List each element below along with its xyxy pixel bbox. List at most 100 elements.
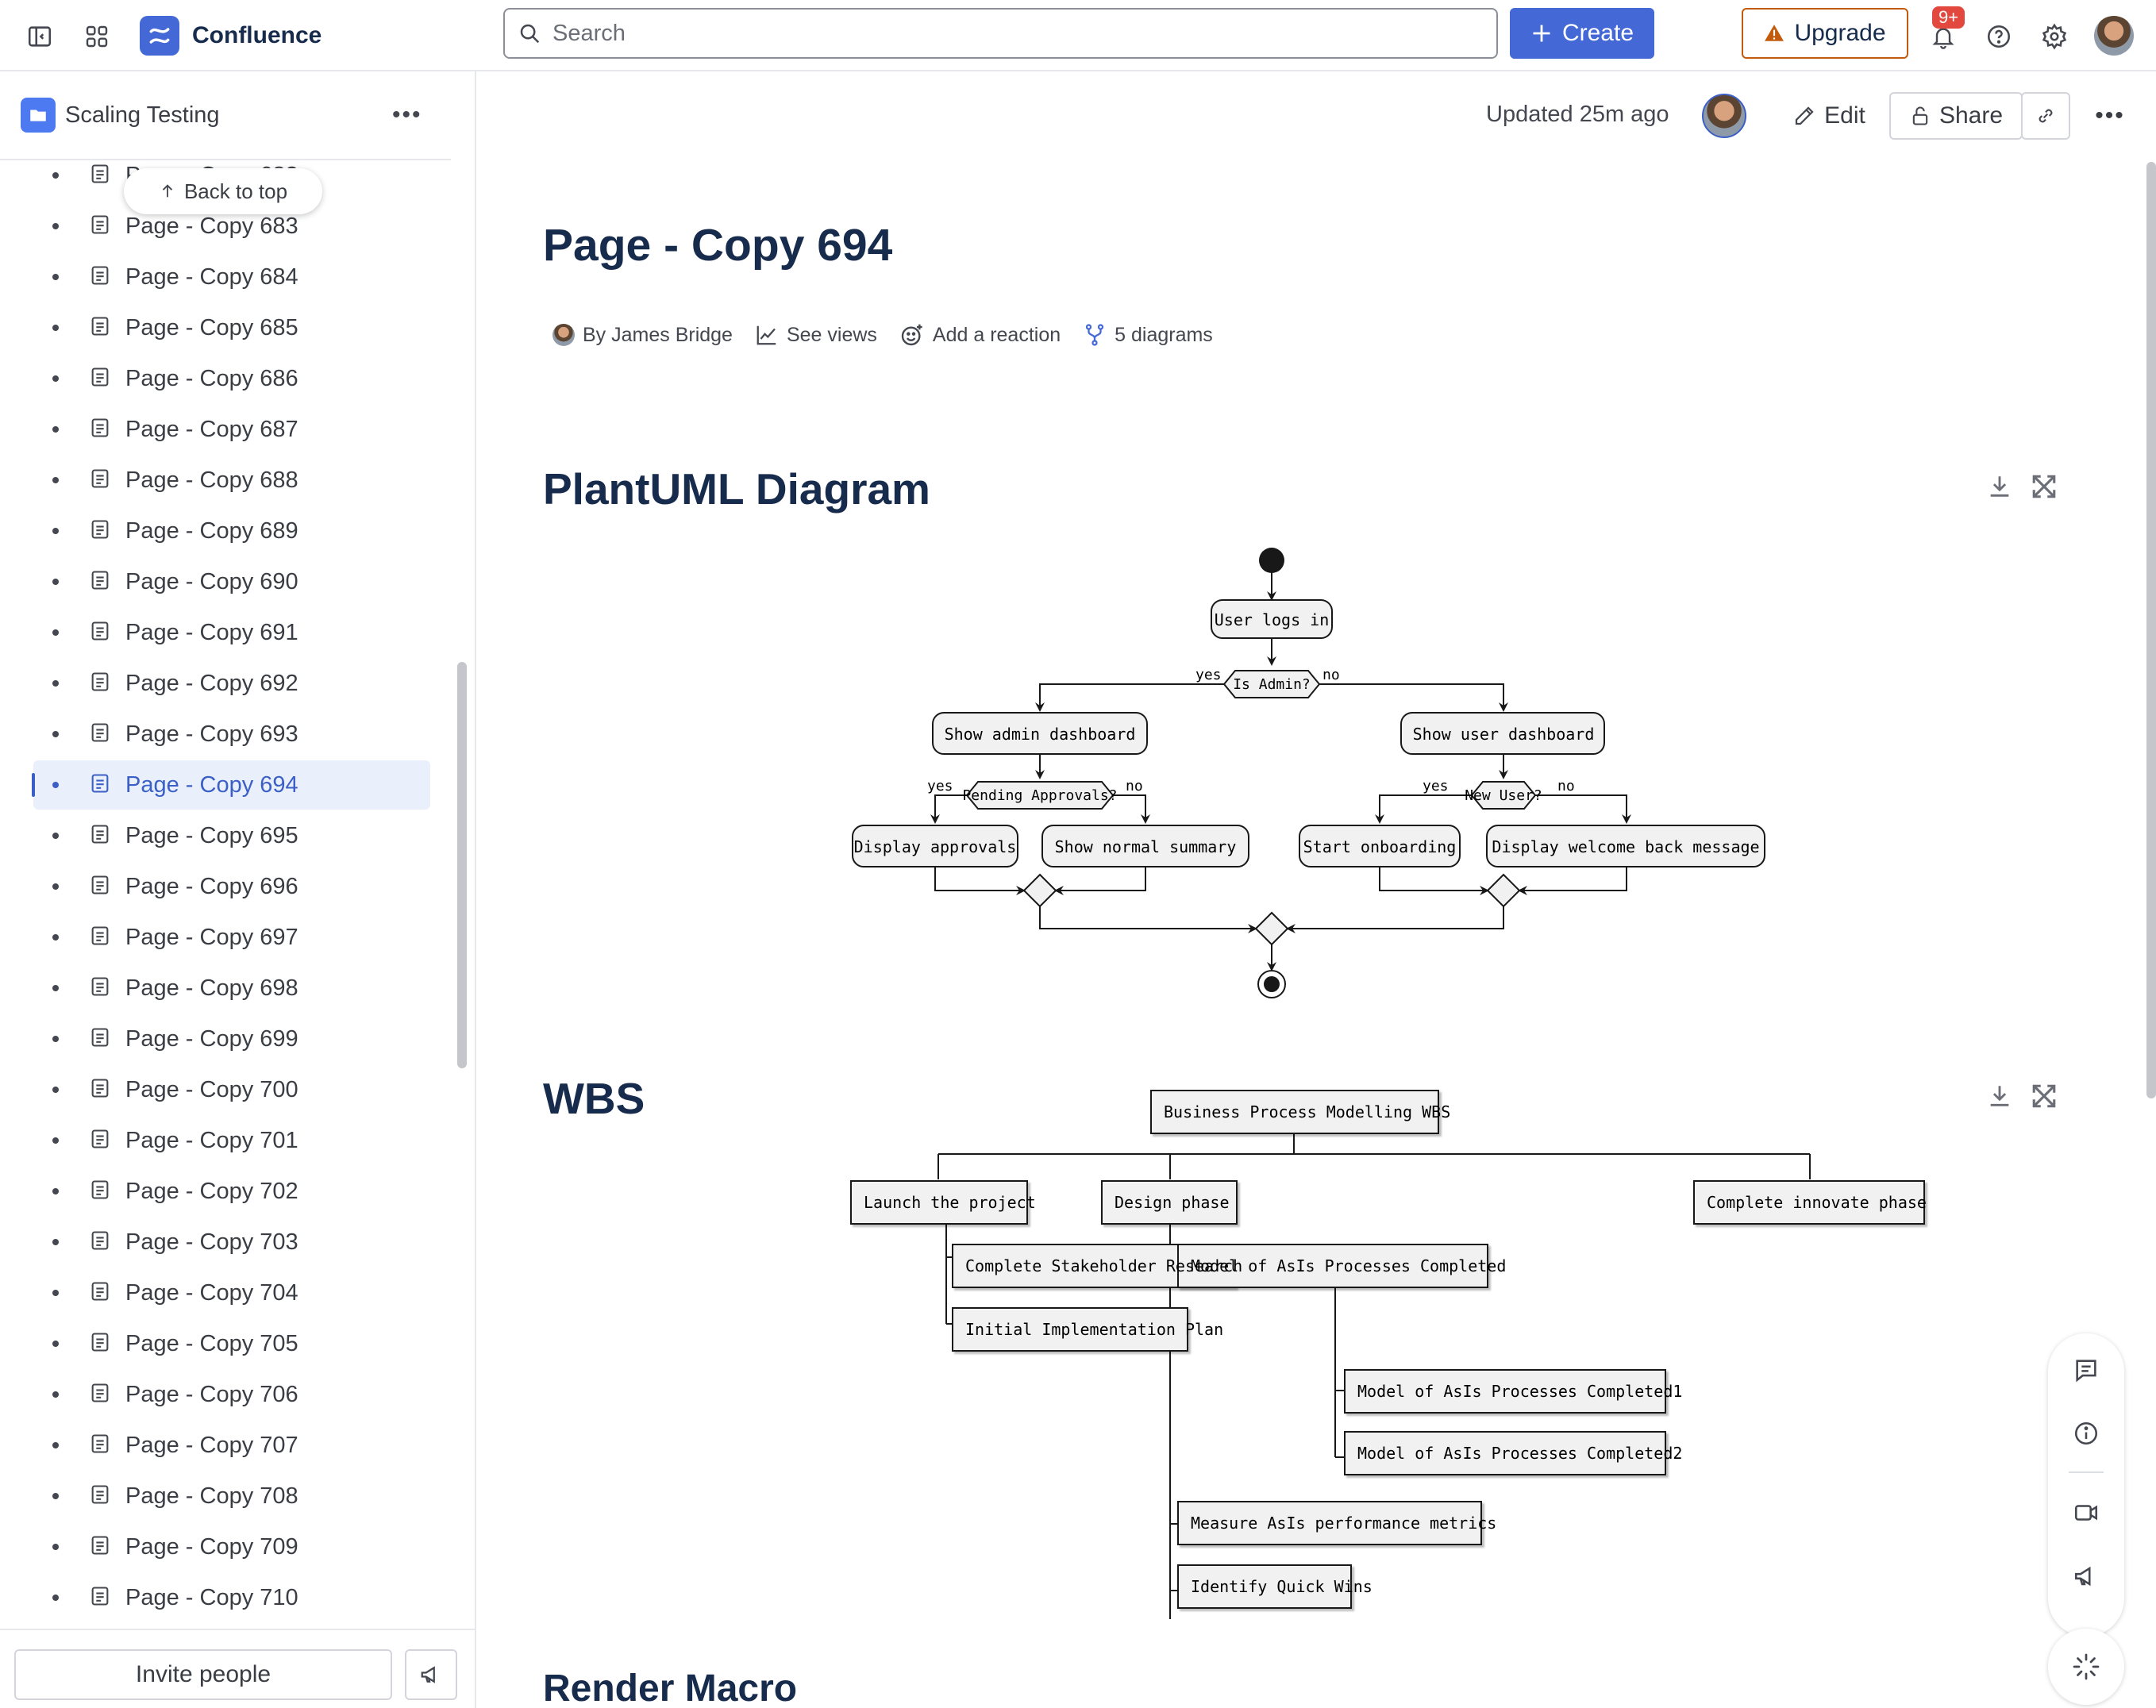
- sidebar-page-label: Page - Copy 684: [125, 264, 298, 290]
- add-reaction-button[interactable]: Add a reaction: [899, 322, 1061, 348]
- link-icon: [2039, 109, 2053, 123]
- page-icon: [89, 1229, 111, 1256]
- details-button[interactable]: [2069, 1416, 2104, 1451]
- notifications-button[interactable]: [1924, 17, 1962, 56]
- tree-bullet: [52, 528, 59, 534]
- more-actions-icon[interactable]: •••: [2095, 102, 2125, 129]
- sidebar-page-item[interactable]: Page - Copy 693: [33, 710, 430, 759]
- sidebar-page-item[interactable]: Page - Copy 708: [33, 1471, 430, 1521]
- sidebar-page-label: Page - Copy 691: [125, 619, 298, 645]
- warning-icon: [1765, 25, 1784, 41]
- ai-assistant-button[interactable]: [2048, 1629, 2124, 1705]
- sidebar-page-item[interactable]: Page - Copy 697: [33, 913, 430, 962]
- sidebar-page-item[interactable]: Page - Copy 684: [33, 252, 430, 302]
- confluence-logo[interactable]: Confluence: [140, 16, 321, 56]
- announcement-button[interactable]: [2069, 1559, 2104, 1594]
- back-to-top-button[interactable]: Back to top: [124, 168, 322, 214]
- sidebar-page-item[interactable]: Page - Copy 703: [33, 1218, 430, 1267]
- create-label: Create: [1561, 20, 1634, 46]
- sidebar-page-item[interactable]: Page - Copy 701: [33, 1116, 430, 1165]
- share-button[interactable]: Share: [1889, 92, 2023, 140]
- sidebar-page-label: Page - Copy 693: [125, 721, 298, 747]
- wbs-launch-project: Launch the project: [864, 1193, 1036, 1212]
- sidebar-page-item[interactable]: Page - Copy 691: [33, 608, 430, 657]
- profile-avatar[interactable]: [2094, 16, 2134, 56]
- node-start-onboarding: Start onboarding: [1303, 837, 1457, 856]
- space-name: Scaling Testing: [65, 102, 220, 128]
- copy-link-button[interactable]: [2021, 92, 2070, 140]
- edit-button[interactable]: Edit: [1781, 92, 1877, 140]
- node-display-approvals: Display approvals: [854, 837, 1017, 856]
- sidebar-page-item[interactable]: Page - Copy 704: [33, 1268, 430, 1318]
- feedback-button[interactable]: [405, 1649, 457, 1700]
- space-more-icon[interactable]: •••: [392, 102, 422, 128]
- sidebar-page-label: Page - Copy 692: [125, 670, 298, 696]
- sidebar-page-item[interactable]: Page - Copy 709: [33, 1522, 430, 1571]
- see-views-button[interactable]: See views: [755, 323, 877, 347]
- search-input[interactable]: Search: [503, 8, 1498, 59]
- tree-bullet: [52, 579, 59, 585]
- sidebar-page-label: Page - Copy 690: [125, 568, 298, 594]
- arrow-up-icon: [162, 184, 173, 198]
- upgrade-button[interactable]: Upgrade: [1742, 8, 1908, 59]
- wbs-model-asis-1: Model of AsIs Processes Completed1: [1357, 1382, 1682, 1401]
- tree-bullet: [52, 1595, 59, 1601]
- add-reaction-label: Add a reaction: [932, 323, 1061, 346]
- download-icon[interactable]: [1986, 473, 2013, 500]
- tree-bullet: [52, 833, 59, 839]
- sidebar-page-item[interactable]: Page - Copy 706: [33, 1370, 430, 1419]
- sidebar-page-item[interactable]: Page - Copy 696: [33, 862, 430, 911]
- sidebar-page-label: Page - Copy 709: [125, 1533, 298, 1560]
- invite-people-button[interactable]: Invite people: [14, 1649, 392, 1700]
- sidebar-page-item[interactable]: Page - Copy 688: [33, 456, 430, 505]
- invite-people-label: Invite people: [135, 1661, 271, 1687]
- sidebar-page-item[interactable]: Page - Copy 699: [33, 1014, 430, 1064]
- sidebar-page-item[interactable]: Page - Copy 695: [33, 811, 430, 860]
- expand-icon[interactable]: [2031, 473, 2058, 500]
- help-button[interactable]: [1980, 17, 2018, 56]
- sidebar-page-item[interactable]: Page - Copy 700: [33, 1065, 430, 1114]
- page-icon: [89, 163, 111, 189]
- search-placeholder: Search: [552, 20, 626, 46]
- tree-bullet: [52, 426, 59, 433]
- author-link[interactable]: By James Bridge: [552, 324, 733, 347]
- sidebar-page-item[interactable]: Page - Copy 694: [33, 760, 430, 810]
- sidebar-page-item[interactable]: Page - Copy 692: [33, 659, 430, 708]
- node-pending-approvals: Pending Approvals?: [962, 787, 1117, 804]
- sidebar-page-item[interactable]: Page - Copy 702: [33, 1167, 430, 1216]
- sidebar-page-label: Page - Copy 697: [125, 924, 298, 950]
- download-icon[interactable]: [1986, 1083, 2013, 1110]
- create-button[interactable]: Create: [1510, 8, 1654, 59]
- node-new-user: New User?: [1465, 787, 1542, 804]
- space-header[interactable]: Scaling Testing: [0, 71, 451, 160]
- sidebar-page-item[interactable]: Page - Copy 685: [33, 303, 430, 352]
- sidebar-page-item[interactable]: Page - Copy 686: [33, 354, 430, 403]
- bell-icon: [1932, 28, 1954, 49]
- sidebar-page-item[interactable]: Page - Copy 690: [33, 557, 430, 606]
- main-scrollbar[interactable]: [2146, 162, 2156, 1098]
- tree-bullet: [52, 1188, 59, 1194]
- wbs-initial-plan: Initial Implementation Plan: [965, 1320, 1223, 1339]
- sidebar-page-item[interactable]: Page - Copy 689: [33, 506, 430, 556]
- record-video-button[interactable]: [2069, 1495, 2104, 1530]
- sidebar-page-item[interactable]: Page - Copy 707: [33, 1421, 430, 1470]
- plus-icon: [1533, 25, 1550, 42]
- app-switcher-button[interactable]: [79, 19, 114, 54]
- sidebar-page-item[interactable]: Page - Copy 705: [33, 1319, 430, 1368]
- sidebar-toggle-button[interactable]: [22, 19, 57, 54]
- sidebar-page-item[interactable]: Page - Copy 687: [33, 405, 430, 454]
- page-icon: [89, 925, 111, 951]
- sidebar-page-item[interactable]: Page - Copy 683: [33, 202, 430, 251]
- sidebar-page-label: Page - Copy 696: [125, 873, 298, 899]
- notifications-badge: 9+: [1932, 6, 1965, 29]
- expand-icon[interactable]: [2031, 1083, 2058, 1110]
- sidebar-page-item[interactable]: Page - Copy 710: [33, 1573, 430, 1622]
- sidebar-scrollbar[interactable]: [457, 662, 467, 1068]
- sidebar-page-label: Page - Copy 694: [125, 771, 298, 798]
- sidebar-page-item[interactable]: Page - Copy 698: [33, 964, 430, 1013]
- contributor-avatar[interactable]: [1702, 94, 1746, 138]
- settings-button[interactable]: [2035, 17, 2073, 56]
- sidebar-page-label: Page - Copy 695: [125, 822, 298, 848]
- diagrams-count[interactable]: 5 diagrams: [1083, 323, 1213, 347]
- comments-button[interactable]: [2069, 1352, 2104, 1387]
